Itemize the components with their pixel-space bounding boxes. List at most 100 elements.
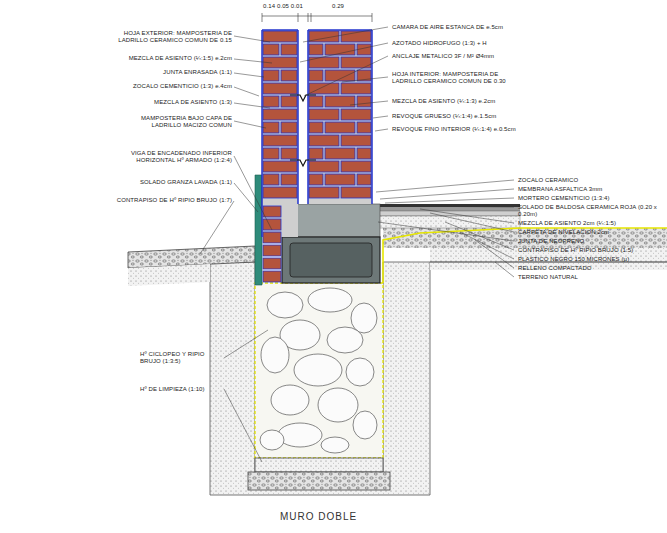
stone (278, 423, 322, 447)
dimension-line (262, 16, 372, 17)
leader-line (378, 222, 514, 241)
callout-label: MEZCLA DE ASIENTO (1:3) (118, 99, 232, 106)
wall-tie (290, 95, 316, 101)
brick (263, 232, 281, 243)
stone (294, 354, 342, 386)
right-fill-gravel (383, 228, 667, 248)
leader-line (300, 43, 388, 62)
brick (341, 109, 371, 120)
stone (308, 288, 352, 312)
leader-line (234, 121, 266, 128)
callout-label: 0.29 (318, 3, 358, 10)
tie-beam (282, 237, 380, 283)
stone (260, 430, 284, 450)
floor-mortar (372, 207, 520, 211)
dimension-tick (262, 13, 263, 22)
cement-plinth (255, 175, 262, 285)
stone (261, 337, 289, 373)
callout-label: PLASTICO NEGRO 150 MICRONES (μ) (518, 256, 658, 263)
callout-label: VIGA DE ENCADENADO INFERIOR HORIZONTAL H… (108, 150, 232, 164)
wall-tie (290, 160, 316, 166)
brick (281, 148, 297, 159)
callout-label: Hº CICLOPEO Y RIPIO BRUJO (1:3:5) (140, 351, 222, 365)
leaf-edge (371, 30, 373, 204)
callout-label: ANCLAJE METALICO 3F / M² Ø4mm (392, 53, 516, 60)
brick (357, 148, 371, 159)
brick (263, 96, 279, 107)
stone (318, 388, 358, 422)
brick (357, 174, 371, 185)
callout-label: ZOCALO CERAMICO (518, 177, 658, 184)
brick (263, 109, 297, 120)
brick (325, 122, 355, 133)
stone (327, 327, 363, 353)
brick (263, 44, 279, 55)
brick (281, 122, 297, 133)
foundation-stones (260, 288, 377, 453)
leader-line (350, 101, 388, 105)
brick (263, 206, 281, 217)
leader-line (234, 156, 272, 230)
brick (281, 44, 297, 55)
brick (281, 174, 297, 185)
leader-line (475, 240, 514, 268)
leaf-edge (297, 30, 299, 204)
leader-line (224, 330, 268, 358)
leader-line (495, 262, 514, 277)
brick (341, 83, 371, 94)
callout-label: MEZCLA DE ASIENTO (¼:1:5) e.2cm (118, 55, 232, 62)
drawing-caption: MURO DOBLE (280, 511, 357, 522)
brick (263, 31, 297, 42)
leader-line (420, 209, 514, 223)
floor-screed (372, 211, 520, 216)
leaf-edge (307, 30, 309, 204)
leader-line (200, 201, 234, 254)
floor-tile (372, 204, 520, 207)
brick (309, 148, 323, 159)
callout-label: HOJA EXTERIOR: MAMPOSTERIA DE LADRILLO C… (118, 30, 232, 44)
brick (263, 135, 297, 146)
leader-line (234, 103, 270, 108)
brick (263, 174, 279, 185)
callout-label: MEZCLA DE ASIENTO 2cm (¼:1:5) (518, 220, 658, 227)
leader-line (234, 183, 258, 212)
callout-label: AZOTADO HIDROFUGO (1:3) + H (392, 40, 516, 47)
callout-label: CONTRAPISO DE Hº RIPIO BRUJO (1:7) (108, 197, 232, 204)
brick (263, 219, 281, 230)
brick (281, 70, 297, 81)
brick-courses (263, 31, 371, 282)
stone (321, 437, 349, 453)
brick (263, 271, 281, 282)
brick (263, 161, 297, 172)
brick (309, 83, 339, 94)
leader-line (376, 180, 514, 192)
brick (309, 122, 323, 133)
callout-label: MAMPOSTERIA BAJO CAPA DE LADRILLO MACIZO… (118, 115, 232, 129)
callout-label: MEZCLA DE ASIENTO (¼:1:3) e.2cm (392, 98, 516, 105)
leader-line (304, 56, 388, 96)
leader-line (224, 389, 262, 462)
stone (351, 303, 377, 333)
dimension-tick (298, 13, 299, 22)
leader-line (460, 232, 514, 259)
callout-label: 0.14 0.05 0.01 (258, 3, 308, 10)
callout-label: REVOQUE GRUESO (¼:1:4) e.1.5cm (392, 113, 516, 120)
brick (325, 148, 355, 159)
leader-line (445, 222, 514, 250)
callout-label: CAMARA DE AIRE ESTANCA DE e.5cm (392, 24, 516, 31)
dimension-tick (372, 13, 373, 22)
brick (281, 96, 297, 107)
outer-leaf-mortar (262, 30, 298, 237)
leader-line (373, 116, 388, 118)
stone (353, 411, 377, 439)
leader-line (234, 59, 272, 63)
lean-concrete (255, 458, 383, 472)
brick (357, 96, 371, 107)
brick (309, 187, 339, 198)
brick (309, 161, 339, 172)
leader-line (400, 206, 514, 207)
brick (309, 174, 323, 185)
leader-lines (200, 27, 514, 462)
leader-line (303, 27, 388, 42)
